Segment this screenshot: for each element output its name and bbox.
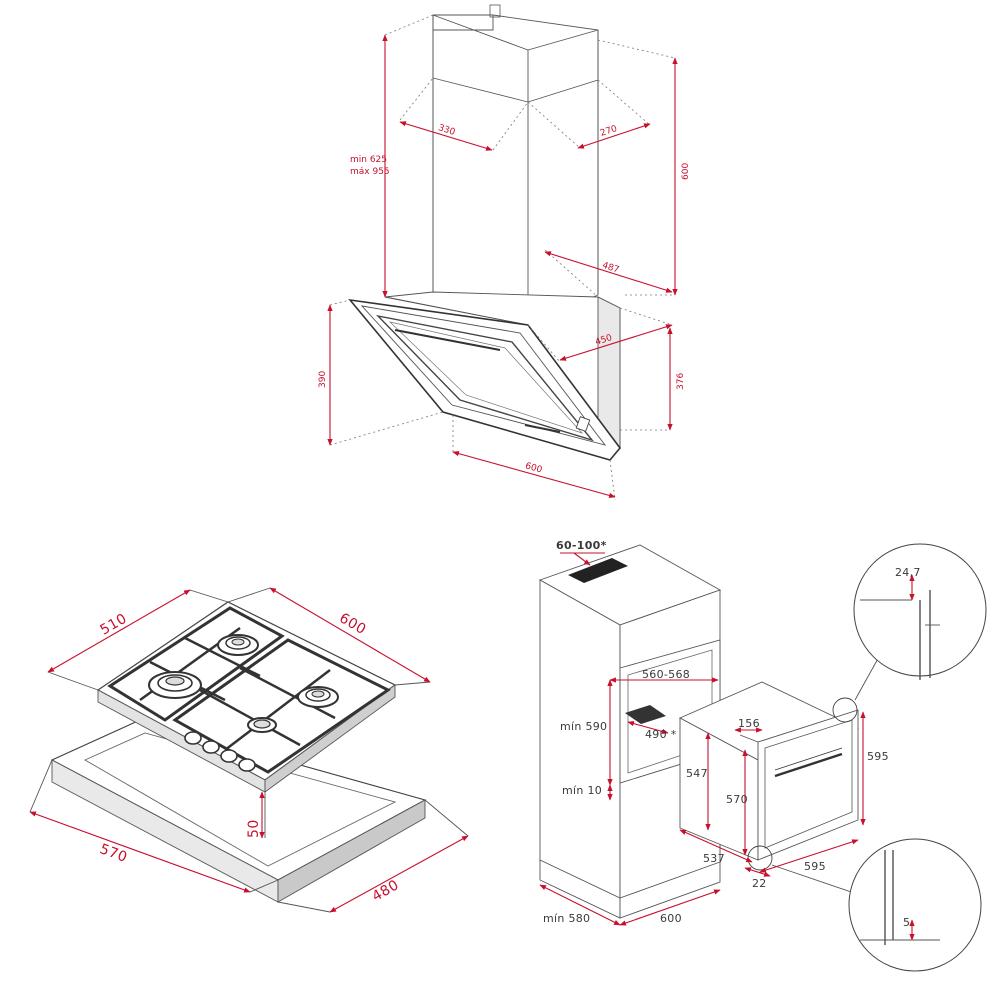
hood-height-right-label: 376 [676, 373, 686, 390]
hood-body-depth-label: 487 [601, 261, 620, 276]
burner-rear-right [297, 686, 339, 708]
oven-inner-height-label: 570 [726, 793, 748, 806]
oven-front-offset-label: 156 [738, 717, 760, 730]
hood-chimney-max-label: máx 955 [350, 167, 390, 177]
oven-detail-top-label: 24,7 [895, 566, 921, 579]
hob-extension-lines [29, 587, 469, 913]
burner-rear-left [217, 634, 259, 656]
hood-drawing: min 625 máx 955 330 270 600 487 450 390 … [318, 4, 691, 501]
oven-column-width-label: 600 [660, 912, 682, 925]
detail-bottom [848, 838, 982, 972]
hob-cutout-depth-label: 480 [370, 877, 402, 905]
hob-dimension-lines [29, 587, 469, 913]
oven-unit [678, 681, 860, 861]
hood-height-left-label: 390 [318, 371, 328, 388]
detail-top [853, 543, 987, 680]
hood-chimney-width-label: 270 [599, 124, 619, 139]
burner-large [148, 671, 202, 699]
oven-height-label: 595 [867, 750, 889, 763]
hob-drawing: 510 600 570 480 50 [29, 587, 469, 913]
hood-width-label: 600 [524, 461, 544, 475]
oven-body-height-label: 547 [686, 767, 708, 780]
oven-width-label: 595 [804, 860, 826, 873]
oven-vent-depth-label: 490 * [645, 728, 677, 741]
oven-detail-circles [747, 543, 987, 972]
oven-niche-width-label: 560-568 [642, 668, 690, 681]
hood-chimney-height-label: 600 [681, 163, 691, 180]
hob-control-knobs [184, 731, 256, 772]
oven-dimension-lines [539, 552, 915, 941]
oven-detail-bottom-label: 5 [903, 916, 910, 929]
oven-niche-height-label: mín 590 [560, 720, 607, 733]
oven-door-thickness-label: 22 [752, 877, 767, 890]
oven-column-depth-label: mín 580 [543, 912, 590, 925]
oven-vent-label: 60-100* [556, 539, 607, 552]
hood-chimney [432, 4, 599, 326]
hob-height-label: 50 [246, 819, 262, 838]
hood-chimney-min-label: min 625 [350, 155, 387, 165]
hood-dimension-lines [327, 34, 678, 498]
hob-burners [148, 634, 339, 733]
oven-drawing: 60-100* 560-568 mín 590 490 * mín 10 mín… [538, 539, 987, 972]
burner-small [247, 717, 277, 733]
oven-body-depth-label: 537 [703, 852, 725, 865]
hob-cutout-width-label: 570 [97, 841, 129, 866]
oven-bottom-gap-label: mín 10 [562, 784, 602, 797]
hob-width-label: 600 [336, 610, 368, 638]
